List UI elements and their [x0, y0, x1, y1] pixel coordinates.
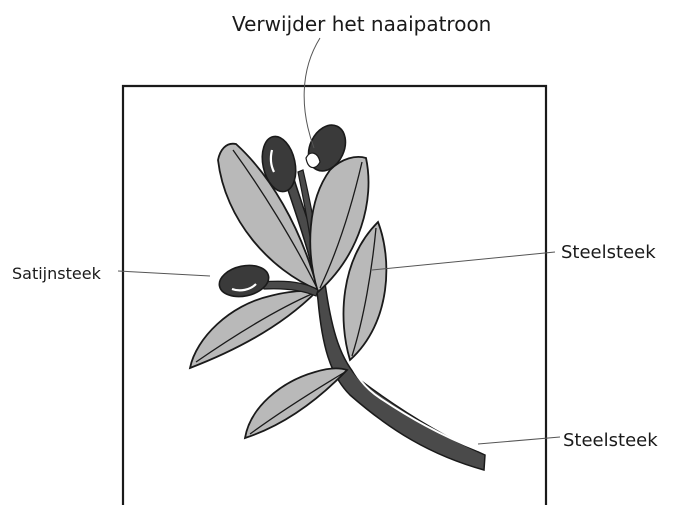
leaves: [188, 142, 388, 440]
embroidery-frame: [121, 84, 548, 505]
olive-cut-area: [305, 152, 321, 169]
label-remove-pattern: Verwijder het naaipatroon: [232, 12, 491, 36]
leaf-upper-center: [309, 156, 370, 294]
label-stem-stitch-upper: Steelsteek: [561, 242, 656, 263]
olive-upper-left: [261, 135, 297, 193]
label-stem-stitch-lower: Steelsteek: [563, 430, 658, 451]
leader-line-stem-stitch-upper: [371, 251, 556, 271]
leaf-vein: [195, 292, 315, 363]
olive-highlight: [231, 283, 257, 292]
leaf-vein: [319, 161, 363, 289]
leaf-right: [342, 220, 388, 362]
main-stem: [277, 150, 486, 471]
leader-line-remove-pattern: [303, 37, 321, 149]
label-satin-stitch: Satijnsteek: [12, 264, 102, 283]
leaf-vein: [351, 227, 377, 357]
olive-left: [218, 264, 270, 298]
left-olive-stem: [261, 280, 319, 297]
leader-line-satin-stitch: [117, 270, 211, 277]
leaf-mid-left: [188, 290, 318, 370]
olive-highlight: [269, 149, 275, 173]
stem-stitch-highlight: [342, 339, 479, 451]
leaf-upper-left: [217, 142, 320, 292]
leaf-vein: [249, 371, 346, 435]
leader-line-stem-stitch-lower: [477, 436, 561, 445]
leaf-vein: [232, 149, 317, 287]
